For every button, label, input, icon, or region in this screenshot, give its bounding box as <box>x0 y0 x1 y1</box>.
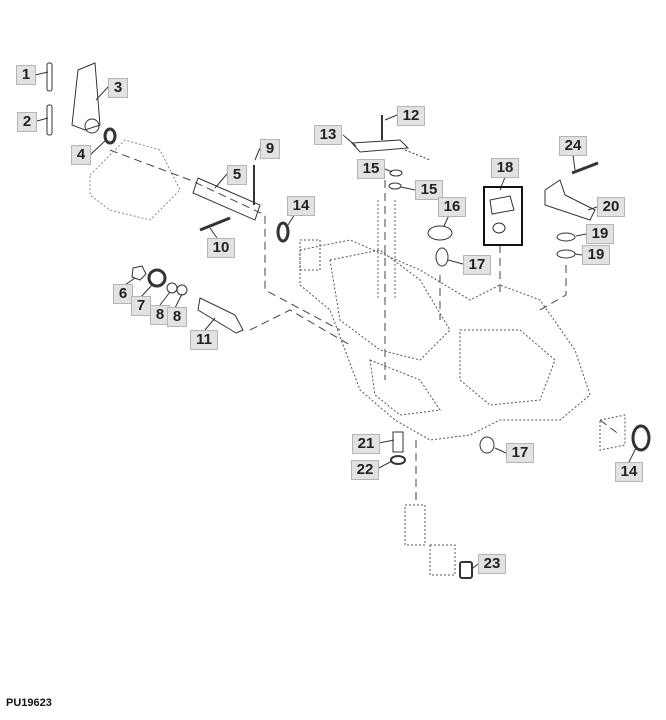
callout-8[interactable]: 8 <box>150 305 170 325</box>
callout-24[interactable]: 24 <box>559 136 587 156</box>
callout-18[interactable]: 18 <box>491 158 519 178</box>
callout-21[interactable]: 21 <box>352 434 380 454</box>
assembly-lines <box>109 149 621 500</box>
callout-14[interactable]: 14 <box>287 196 315 216</box>
kit-outline-box <box>483 186 523 246</box>
housing <box>89 139 626 576</box>
callout-12[interactable]: 12 <box>397 106 425 126</box>
callout-10[interactable]: 10 <box>207 238 235 258</box>
callout-13[interactable]: 13 <box>314 125 342 145</box>
callout-23[interactable]: 23 <box>478 554 506 574</box>
callout-19[interactable]: 19 <box>582 245 610 265</box>
callout-15[interactable]: 15 <box>415 180 443 200</box>
callout-4[interactable]: 4 <box>71 145 91 165</box>
parts <box>46 62 651 579</box>
callout-7[interactable]: 7 <box>131 296 151 316</box>
callout-9[interactable]: 9 <box>260 139 280 159</box>
callout-17[interactable]: 17 <box>463 255 491 275</box>
callout-1[interactable]: 1 <box>16 65 36 85</box>
callout-6[interactable]: 6 <box>113 284 133 304</box>
figure-id: PU19623 <box>6 697 52 709</box>
callout-5[interactable]: 5 <box>227 165 247 185</box>
callout-2[interactable]: 2 <box>17 112 37 132</box>
callout-14[interactable]: 14 <box>615 462 643 482</box>
callout-17[interactable]: 17 <box>506 443 534 463</box>
callout-15[interactable]: 15 <box>357 159 385 179</box>
callout-20[interactable]: 20 <box>597 197 625 217</box>
callout-3[interactable]: 3 <box>108 78 128 98</box>
callout-19[interactable]: 19 <box>586 224 614 244</box>
callout-11[interactable]: 11 <box>190 330 218 350</box>
callout-16[interactable]: 16 <box>438 197 466 217</box>
callout-8[interactable]: 8 <box>167 307 187 327</box>
leader-lines <box>34 71 637 569</box>
callout-22[interactable]: 22 <box>351 460 379 480</box>
